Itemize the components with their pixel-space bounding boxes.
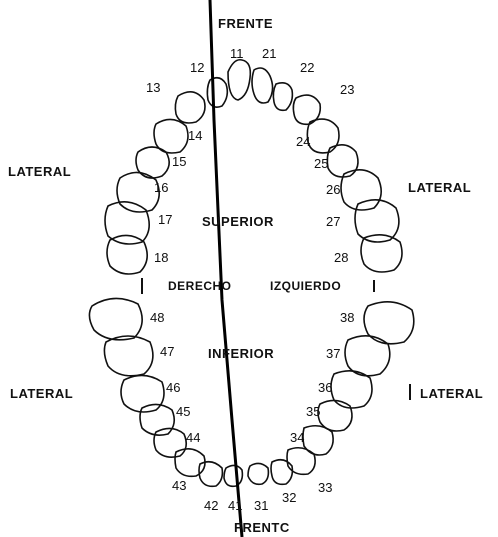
label-lateral-lower-left: LATERAL — [10, 386, 73, 401]
label-izquierdo: IZQUIERDO — [270, 279, 341, 293]
num-46: 46 — [166, 380, 180, 395]
num-41: 41 — [228, 498, 242, 513]
tooth-21 — [252, 68, 273, 103]
label-derecho: DERECHO — [168, 279, 232, 293]
tooth-31 — [248, 463, 268, 484]
label-inferior: INFERIOR — [208, 346, 274, 361]
tooth-47 — [104, 336, 153, 376]
label-frente-bottom: FRENTC — [234, 520, 290, 535]
num-14: 14 — [188, 128, 202, 143]
tooth-17 — [105, 202, 149, 244]
tooth-33 — [287, 448, 315, 475]
num-36: 36 — [318, 380, 332, 395]
num-11: 11 — [230, 46, 244, 61]
tooth-32 — [271, 460, 292, 485]
tooth-42 — [199, 462, 222, 487]
tooth-38 — [364, 302, 414, 344]
num-48: 48 — [150, 310, 164, 325]
num-25: 25 — [314, 156, 328, 171]
num-27: 27 — [326, 214, 340, 229]
num-13: 13 — [146, 80, 160, 95]
label-lateral-upper-left: LATERAL — [8, 164, 71, 179]
num-32: 32 — [282, 490, 296, 505]
tooth-46 — [121, 375, 164, 412]
num-22: 22 — [300, 60, 314, 75]
num-47: 47 — [160, 344, 174, 359]
tooth-48 — [89, 298, 142, 339]
num-45: 45 — [176, 404, 190, 419]
num-35: 35 — [306, 404, 320, 419]
tooth-22 — [273, 83, 292, 110]
num-37: 37 — [326, 346, 340, 361]
tooth-24 — [307, 119, 339, 153]
label-frente-top: FRENTE — [218, 16, 273, 31]
num-31: 31 — [254, 498, 268, 513]
label-lateral-upper-right: LATERAL — [408, 180, 471, 195]
num-26: 26 — [326, 182, 340, 197]
num-15: 15 — [172, 154, 186, 169]
tooth-12 — [207, 78, 227, 107]
num-43: 43 — [172, 478, 186, 493]
num-16: 16 — [154, 180, 168, 195]
num-38: 38 — [340, 310, 354, 325]
num-17: 17 — [158, 212, 172, 227]
num-23: 23 — [340, 82, 354, 97]
label-lateral-lower-right: LATERAL — [420, 386, 483, 401]
num-24: 24 — [296, 134, 310, 149]
num-12: 12 — [190, 60, 204, 75]
num-18: 18 — [154, 250, 168, 265]
num-21: 21 — [262, 46, 276, 61]
label-superior: SUPERIOR — [202, 214, 274, 229]
tooth-18 — [107, 235, 147, 274]
tooth-16 — [117, 172, 159, 212]
num-28: 28 — [334, 250, 348, 265]
midline-divider — [210, 0, 242, 537]
tooth-43 — [175, 449, 205, 477]
num-44: 44 — [186, 430, 200, 445]
num-33: 33 — [318, 480, 332, 495]
tooth-37 — [345, 336, 390, 376]
tooth-41 — [224, 465, 242, 486]
tooth-13 — [175, 92, 205, 123]
tooth-11 — [228, 60, 250, 100]
num-34: 34 — [290, 430, 304, 445]
lower-arch — [89, 298, 413, 486]
num-42: 42 — [204, 498, 218, 513]
